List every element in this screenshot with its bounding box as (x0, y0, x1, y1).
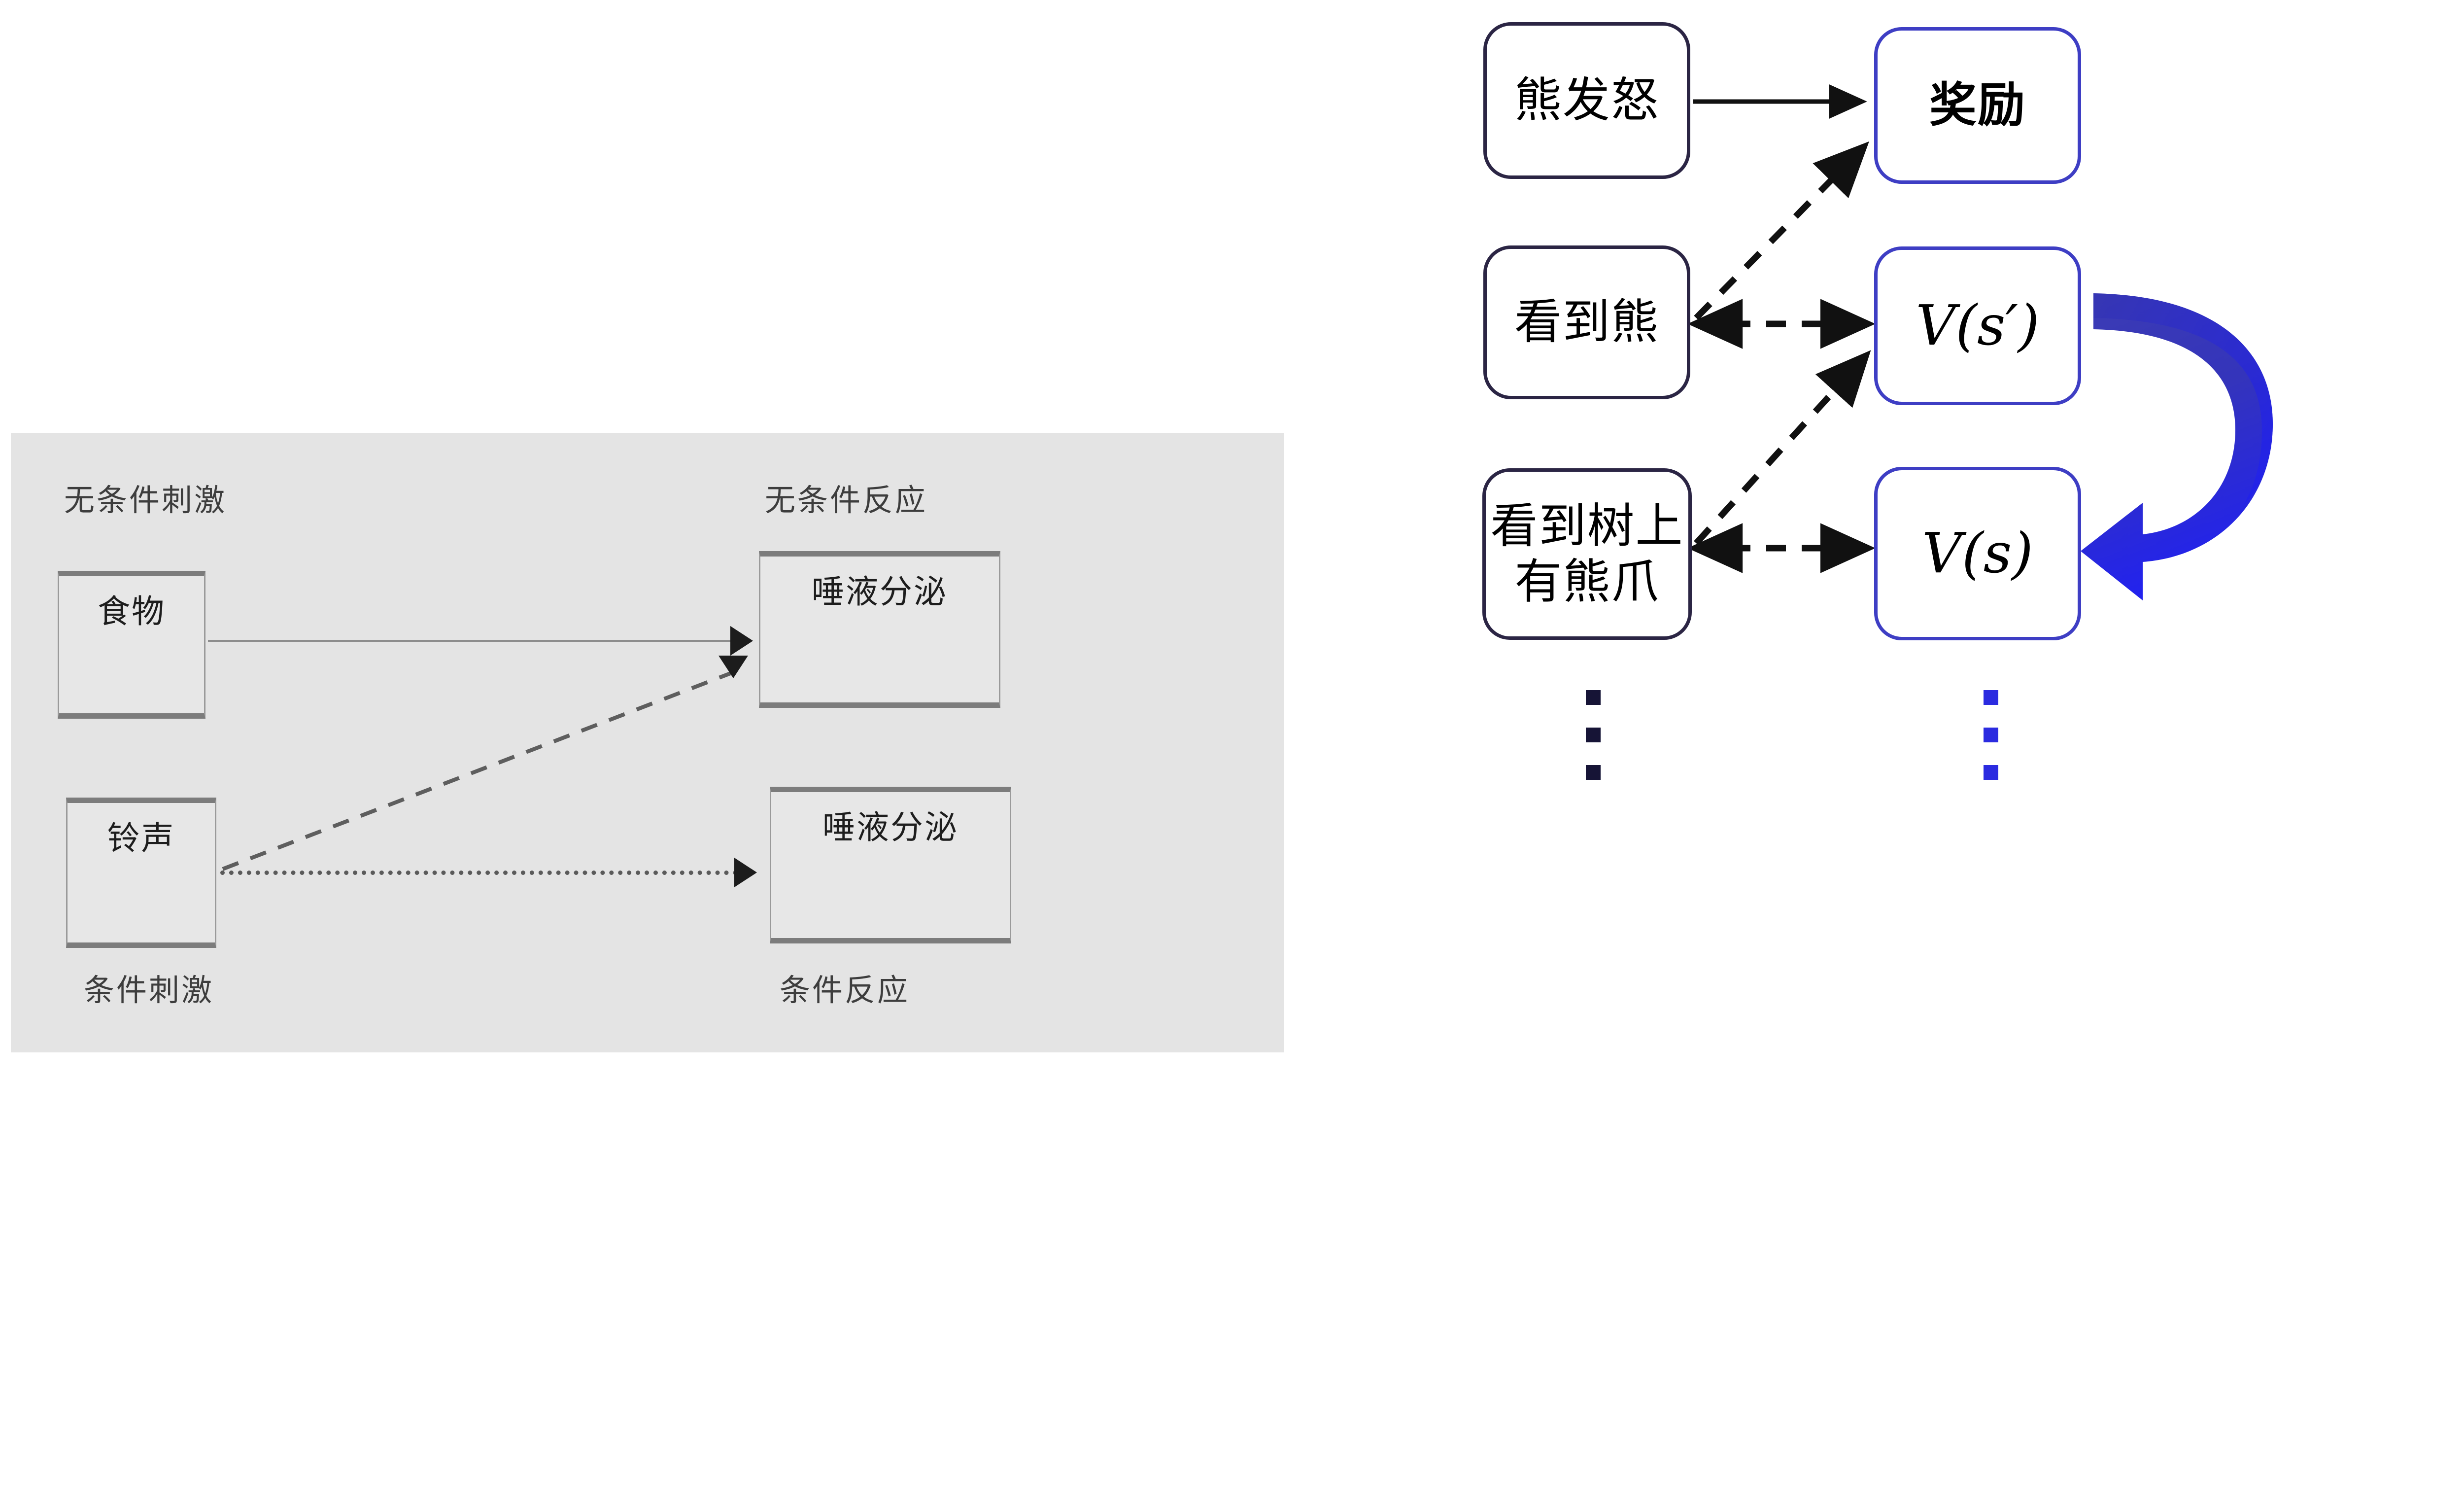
ellipsis-dot (1984, 728, 1998, 742)
node-v-s-prime[interactable]: V(s′) (1874, 246, 2081, 405)
node-v-s-prime-label: V(s′) (1916, 294, 2040, 358)
edge-see-bear-to-reward (1694, 141, 1869, 320)
edge-food-to-salivation-line (208, 640, 733, 642)
node-v-s[interactable]: V(s) (1874, 467, 2081, 640)
ellipsis-dot (1586, 728, 1601, 742)
label-unconditioned-stimulus: 无条件刺激 (64, 482, 227, 518)
node-see-bear-label: 看到熊 (1514, 294, 1659, 350)
node-reward[interactable]: 奖励 (1874, 27, 2081, 184)
edge-claw-tree-to-v-s-prime (1694, 350, 1871, 546)
box-salivation-bottom-label: 唾液分泌 (822, 808, 958, 846)
ellipsis-values (1984, 690, 1998, 780)
label-unconditioned-response: 无条件反应 (765, 482, 928, 518)
node-reward-label: 奖励 (1929, 77, 2026, 133)
node-claw-tree[interactable]: 看到树上 有熊爪 (1482, 468, 1692, 640)
node-see-bear[interactable]: 看到熊 (1483, 245, 1690, 399)
edge-bell-to-salivation-line (220, 871, 738, 875)
box-salivation-bottom: 唾液分泌 (770, 787, 1011, 943)
rl-diagram-panel: 熊发怒 看到熊 看到树上 有熊爪 奖励 V(s′) V(s) (1454, 0, 2464, 1499)
edge-bell-to-salivation-arrowhead (734, 858, 757, 887)
ellipsis-dot (1984, 690, 1998, 705)
edge-bell-to-salivation-top-arrowhead (719, 656, 748, 678)
box-food-label: 食物 (98, 593, 166, 630)
node-claw-tree-label: 看到树上 有熊爪 (1490, 498, 1684, 609)
box-bell: 铃声 (66, 798, 216, 948)
box-salivation-top: 唾液分泌 (759, 551, 1000, 708)
ellipsis-dot (1586, 765, 1601, 780)
label-conditioned-stimulus: 条件刺激 (84, 972, 214, 1008)
box-bell-label: 铃声 (107, 819, 175, 857)
rl-edge-layer (1687, 84, 2273, 600)
label-conditioned-response: 条件反应 (780, 972, 910, 1008)
box-food: 食物 (58, 571, 205, 719)
edge-bell-to-salivation-top-diagonal (222, 670, 735, 871)
node-bear-angry-label: 熊发怒 (1514, 72, 1659, 128)
node-v-s-label: V(s) (1922, 522, 2033, 586)
edge-food-to-salivation-arrowhead (730, 626, 753, 656)
ellipsis-dot (1984, 765, 1998, 780)
value-update-loop-arrow (2081, 293, 2273, 600)
box-salivation-top-label: 唾液分泌 (812, 573, 948, 611)
ellipsis-states (1586, 690, 1601, 780)
ellipsis-dot (1586, 690, 1601, 705)
node-bear-angry[interactable]: 熊发怒 (1483, 22, 1690, 179)
classical-conditioning-panel: 无条件刺激 无条件反应 条件刺激 条件反应 食物 铃声 唾液分泌 唾液分泌 (11, 433, 1284, 1052)
